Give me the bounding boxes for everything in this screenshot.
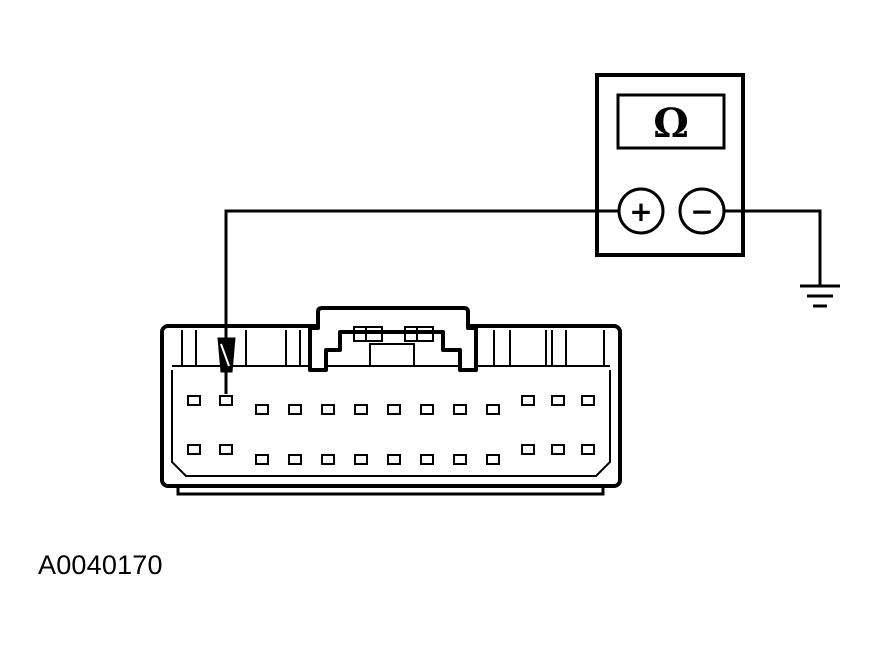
pin-row-2 <box>187 444 595 465</box>
pin-cavity <box>581 444 595 455</box>
pin-cavity <box>551 444 565 455</box>
pin-cavity <box>187 395 201 406</box>
pin-cavity <box>387 404 401 415</box>
positive-terminal-label: + <box>629 195 652 228</box>
negative-test-lead <box>724 209 822 285</box>
ground-symbol-icon <box>800 284 840 308</box>
pin-cavity <box>321 404 335 415</box>
pin-cavity <box>255 404 269 415</box>
meter-display <box>616 93 726 150</box>
pin-cavity <box>486 404 500 415</box>
pin-cavity <box>551 395 565 406</box>
pin-cavity <box>521 444 535 455</box>
pin-cavity <box>486 454 500 465</box>
connector-ribs-right <box>493 330 605 366</box>
figure-id-label: A0040170 <box>38 550 163 580</box>
ohmmeter-icon: Ω + − <box>595 73 745 257</box>
pin-cavity <box>521 395 535 406</box>
pin-cavity <box>420 454 434 465</box>
pin-cavity <box>453 454 467 465</box>
pin-cavity <box>354 454 368 465</box>
pin-cavity <box>288 454 302 465</box>
connector-ribs-left <box>181 330 301 366</box>
test-probe-icon <box>217 337 236 394</box>
pin-cavity <box>187 444 201 455</box>
electrical-connector-icon <box>160 306 622 496</box>
pin-cavity <box>354 404 368 415</box>
pin-cavity <box>288 404 302 415</box>
connector-locking-tab <box>308 306 478 372</box>
positive-test-lead <box>224 209 619 342</box>
ohm-symbol: Ω <box>653 100 689 147</box>
pin-cavity <box>453 404 467 415</box>
pin-cavity <box>219 444 233 455</box>
pin-cavity <box>387 454 401 465</box>
pin-cavity-probed <box>219 395 233 406</box>
pin-cavity <box>420 404 434 415</box>
meter-body <box>595 73 745 257</box>
pin-cavity <box>581 395 595 406</box>
pin-cavity <box>255 454 269 465</box>
pin-cavity <box>321 454 335 465</box>
negative-terminal-label: − <box>690 195 713 228</box>
pin-row-1 <box>187 395 595 415</box>
